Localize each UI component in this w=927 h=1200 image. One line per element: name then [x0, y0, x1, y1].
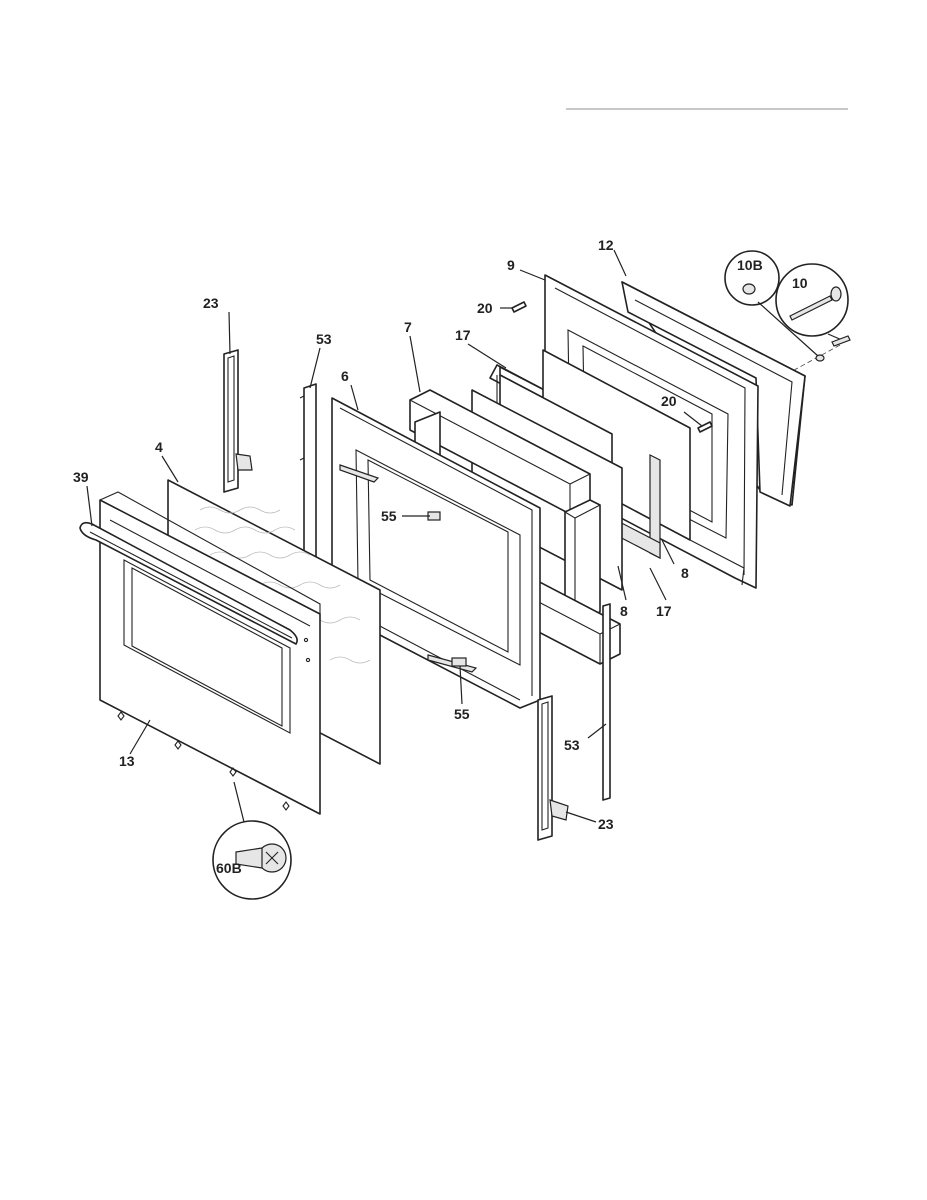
label-53-bottom: 53 — [564, 737, 580, 753]
label-7: 7 — [404, 319, 412, 335]
label-4: 4 — [155, 439, 163, 455]
part-55-bottom-clip — [451, 657, 467, 667]
label-12: 12 — [598, 237, 614, 253]
part-39-handle — [79, 521, 298, 645]
part-23-bottom-hinge — [537, 695, 569, 841]
part-53-bottom-channel — [602, 603, 611, 801]
washer-icon — [742, 283, 756, 295]
inset-10b-washer — [724, 250, 825, 362]
part-20-screw-right — [697, 421, 713, 433]
inset-10-bolt — [775, 263, 851, 347]
label-20-top: 20 — [477, 300, 493, 316]
bolt-icon — [789, 295, 833, 321]
label-39: 39 — [73, 469, 89, 485]
label-8-mid: 8 — [620, 603, 628, 619]
label-60b: 60B — [216, 860, 242, 876]
label-53-top: 53 — [316, 331, 332, 347]
label-10b: 10B — [737, 257, 763, 273]
label-20-right: 20 — [661, 393, 677, 409]
label-55-top: 55 — [381, 508, 397, 524]
part-6-inner-frame — [331, 397, 541, 709]
leader-lines — [86, 249, 703, 823]
label-23-bottom: 23 — [598, 816, 614, 832]
part-13-outer-door — [99, 491, 321, 815]
label-13: 13 — [119, 753, 135, 769]
part-20-screw-top — [511, 301, 527, 313]
label-9: 9 — [507, 257, 515, 273]
inset-60b-screw — [212, 781, 292, 900]
label-55-bottom: 55 — [454, 706, 470, 722]
label-17-bottom: 17 — [656, 603, 672, 619]
label-8-right: 8 — [681, 565, 689, 581]
label-6: 6 — [341, 368, 349, 384]
label-17-top: 17 — [455, 327, 471, 343]
label-23-top: 23 — [203, 295, 219, 311]
label-10: 10 — [792, 275, 808, 291]
part-23-top-hinge — [223, 349, 253, 493]
door-screws — [117, 711, 290, 811]
